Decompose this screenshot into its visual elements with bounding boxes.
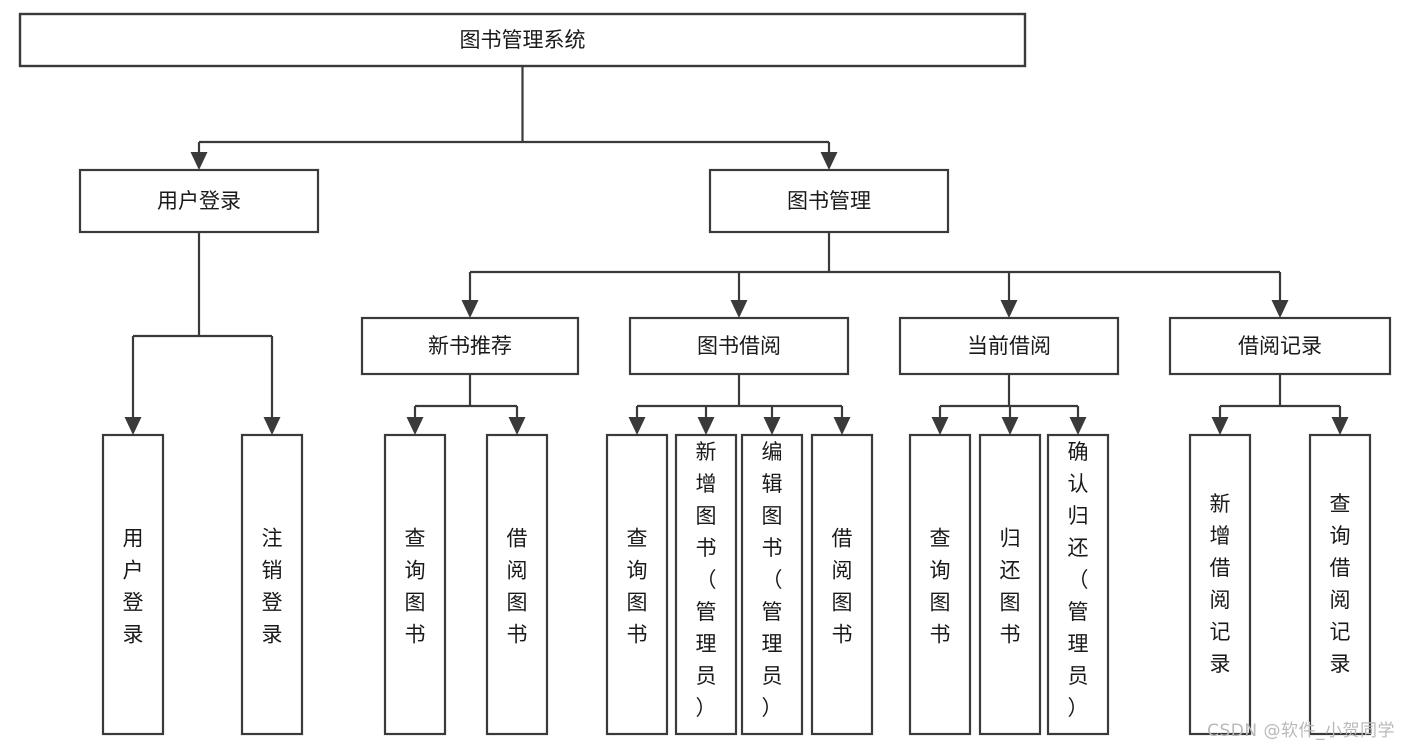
node-leaf-user-logout[interactable]: 注销登录 [240, 433, 304, 736]
node-label: 查询借阅记录 [1330, 492, 1351, 676]
node-leaf-return-book[interactable]: 归还图书 [978, 433, 1042, 736]
node-box[interactable] [240, 433, 304, 736]
node-book-manage[interactable]: 图书管理 [708, 168, 950, 234]
node-leaf-query-book-cur[interactable]: 查询图书 [908, 433, 972, 736]
node-label: 查询图书 [930, 526, 951, 646]
arrow-head-icon [763, 417, 781, 435]
node-box[interactable] [360, 316, 580, 376]
node-box[interactable] [1168, 316, 1392, 376]
node-box[interactable] [1046, 433, 1110, 736]
arrow-head-icon [1000, 300, 1018, 318]
node-label: 借阅图书 [832, 526, 853, 646]
node-box[interactable] [898, 316, 1120, 376]
node-leaf-add-record[interactable]: 新增借阅记录 [1188, 433, 1252, 736]
node-label: 新书推荐 [428, 334, 512, 358]
node-box[interactable] [1188, 433, 1252, 736]
node-borrow-record[interactable]: 借阅记录 [1168, 316, 1392, 376]
node-box[interactable] [1308, 433, 1372, 736]
arrow-head-icon [833, 417, 851, 435]
arrow-head-icon [730, 300, 748, 318]
node-label: 用户登录 [157, 189, 241, 213]
node-label: 用户登录 [123, 526, 144, 646]
node-leaf-user-login[interactable]: 用户登录 [101, 433, 165, 736]
arrow-head-icon [190, 152, 208, 170]
arrow-head-icon [1331, 417, 1349, 435]
node-label: 图书借阅 [697, 334, 781, 358]
node-new-book-recommend[interactable]: 新书推荐 [360, 316, 580, 376]
node-box[interactable] [628, 316, 850, 376]
arrow-head-icon [1271, 300, 1289, 318]
node-label: 归还图书 [1000, 526, 1021, 646]
arrow-head-icon [406, 417, 424, 435]
node-box[interactable] [908, 433, 972, 736]
node-box[interactable] [810, 433, 874, 736]
node-label: 确认归还（管理员） [1068, 440, 1089, 720]
node-box[interactable] [18, 12, 1027, 68]
node-label: 新增借阅记录 [1210, 492, 1231, 676]
arrow-head-icon [820, 152, 838, 170]
node-leaf-query-book-borrow[interactable]: 查询图书 [605, 433, 669, 736]
arrow-head-icon [931, 417, 949, 435]
node-box[interactable] [78, 168, 320, 234]
connector-layer [124, 66, 1349, 435]
arrow-head-icon [461, 300, 479, 318]
arrow-head-icon [1001, 417, 1019, 435]
node-label: 查询图书 [627, 526, 648, 646]
node-leaf-add-book[interactable]: 新增图书（管理员） [674, 433, 738, 736]
node-user-login[interactable]: 用户登录 [78, 168, 320, 234]
node-book-borrow[interactable]: 图书借阅 [628, 316, 850, 376]
node-label: 查询图书 [405, 526, 426, 646]
node-box[interactable] [383, 433, 447, 736]
node-label: 图书管理系统 [460, 28, 586, 52]
node-label: 借阅记录 [1238, 334, 1322, 358]
arrow-head-icon [1211, 417, 1229, 435]
node-box[interactable] [740, 433, 804, 736]
node-leaf-confirm-return[interactable]: 确认归还（管理员） [1046, 433, 1110, 736]
node-leaf-query-book-rec[interactable]: 查询图书 [383, 433, 447, 736]
node-layer: 图书管理系统用户登录图书管理新书推荐图书借阅当前借阅借阅记录用户登录注销登录查询… [18, 12, 1392, 736]
node-box[interactable] [978, 433, 1042, 736]
node-label: 新增图书（管理员） [696, 440, 717, 720]
node-box[interactable] [674, 433, 738, 736]
node-leaf-borrow-book[interactable]: 借阅图书 [810, 433, 874, 736]
node-box[interactable] [101, 433, 165, 736]
node-box[interactable] [485, 433, 549, 736]
node-label: 编辑图书（管理员） [762, 440, 783, 720]
node-leaf-query-record[interactable]: 查询借阅记录 [1308, 433, 1372, 736]
node-label: 注销登录 [262, 526, 283, 646]
node-box[interactable] [605, 433, 669, 736]
node-box[interactable] [708, 168, 950, 234]
arrow-head-icon [628, 417, 646, 435]
node-root-system[interactable]: 图书管理系统 [18, 12, 1027, 68]
node-label: 当前借阅 [967, 334, 1051, 358]
arrow-head-icon [1069, 417, 1087, 435]
arrow-head-icon [263, 417, 281, 435]
arrow-head-icon [124, 417, 142, 435]
node-current-borrow[interactable]: 当前借阅 [898, 316, 1120, 376]
node-label: 借阅图书 [507, 526, 528, 646]
node-label: 图书管理 [787, 189, 871, 213]
arrow-head-icon [697, 417, 715, 435]
node-leaf-borrow-book-rec[interactable]: 借阅图书 [485, 433, 549, 736]
arrow-head-icon [508, 417, 526, 435]
node-leaf-edit-book[interactable]: 编辑图书（管理员） [740, 433, 804, 736]
